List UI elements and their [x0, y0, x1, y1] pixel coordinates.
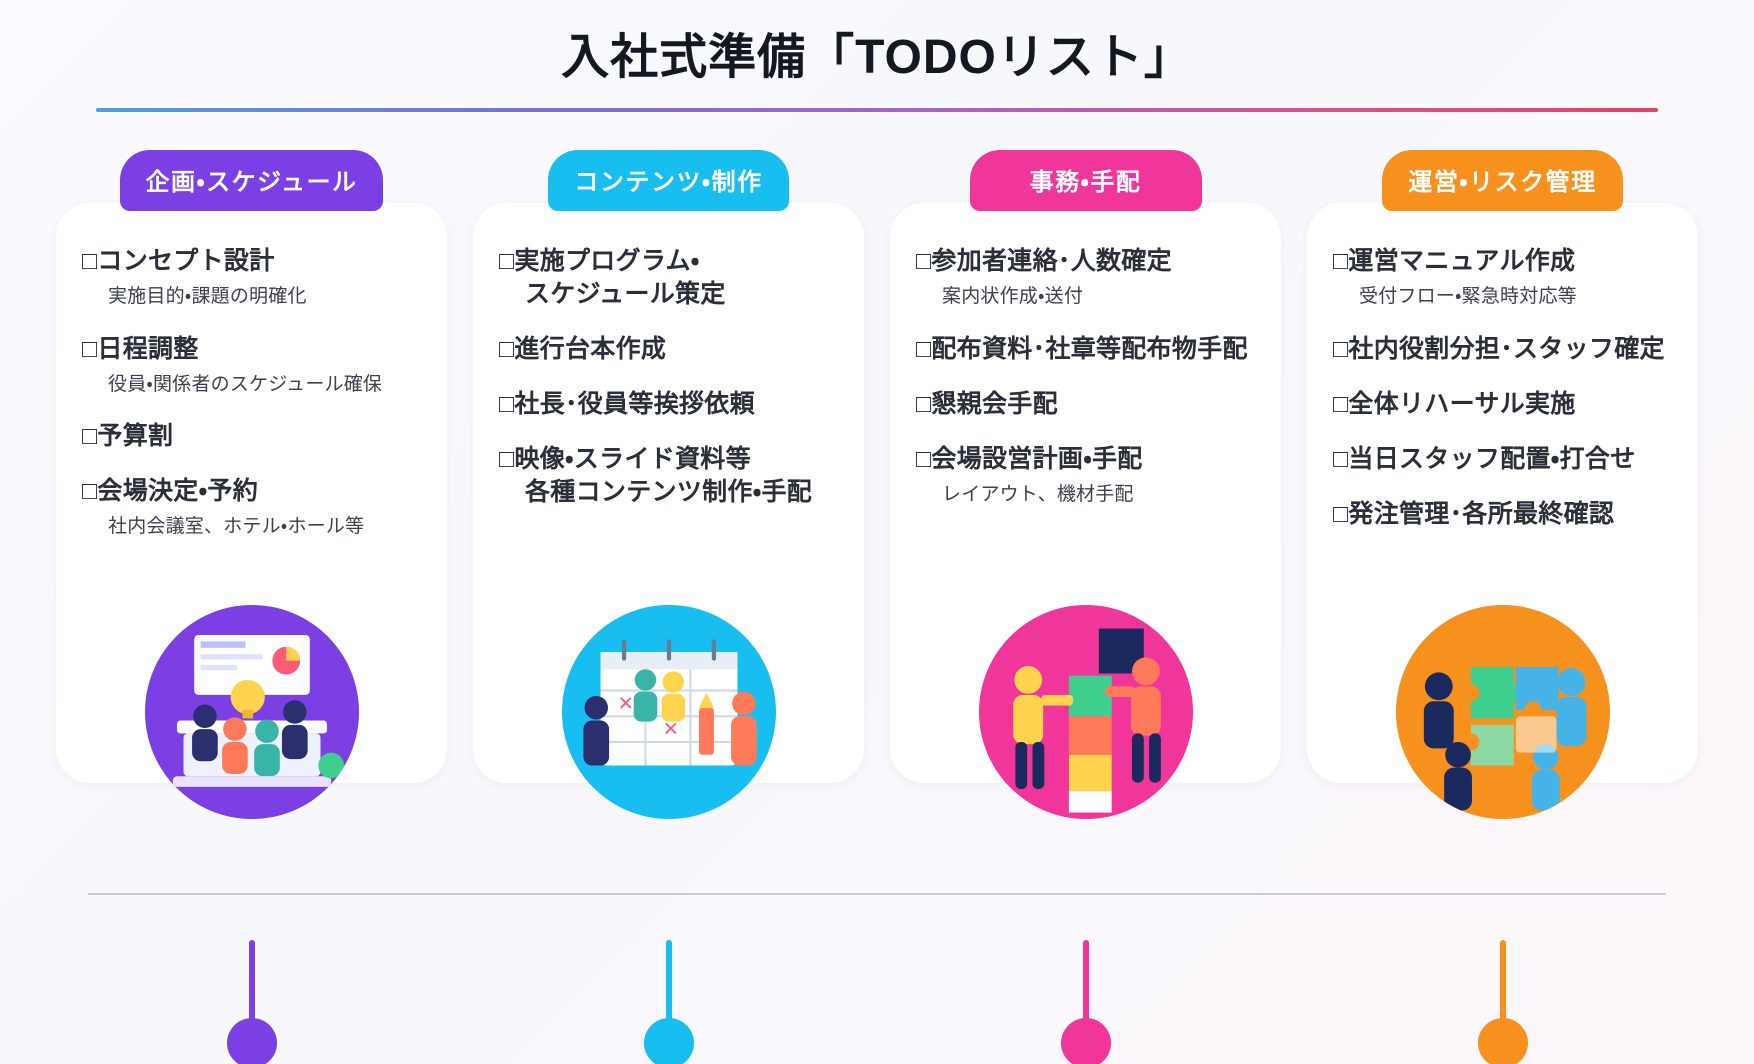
checklist-item-label: □懇親会手配 — [916, 389, 1058, 418]
timeline-baseline — [88, 893, 1666, 895]
puzzle-team-illustration — [1395, 605, 1610, 819]
checklist-item-label: □運営マニュアル作成 — [1333, 247, 1576, 275]
category-header-operations-risk[interactable]: 運営・リスク管理 — [1382, 150, 1623, 211]
checklist-item-label: □コンセプト設計 — [82, 247, 275, 275]
checklist-item[interactable]: □当日スタッフ配置・打合せ — [1333, 443, 1672, 476]
timeline-node[interactable] — [1060, 1018, 1111, 1064]
checklist-item[interactable]: □配布資料･社章等配布物手配 — [916, 333, 1255, 366]
checklist-item[interactable]: □日程調整役員・関係者のスケジュール確保 — [82, 333, 421, 399]
checklist-item-label-continued: 各種コンテンツ制作・手配 — [525, 478, 813, 506]
checklist-item[interactable]: □コンセプト設計実施目的・課題の明確化 — [82, 245, 421, 311]
checklist-item-label: □配布資料･社章等配布物手配 — [916, 334, 1248, 363]
checklist-item-note: 実施目的・課題の明確化 — [108, 286, 307, 307]
timeline-stem — [665, 940, 672, 1036]
todo-column-planning-schedule: 企画・スケジュール □コンセプト設計実施目的・課題の明確化 □日程調整役員・関係者の… — [56, 150, 447, 1064]
page-title: 入社式準備「TODOリスト」 — [561, 31, 1193, 84]
meeting-team-illustration — [144, 605, 359, 819]
todo-column-admin-arrangements: 事務・手配 □参加者連絡･人数確定案内状作成・送付 □配布資料･社章等配布物手配 □懇… — [890, 150, 1281, 1064]
timeline-node[interactable] — [643, 1018, 694, 1064]
checklist-item[interactable]: □映像・スライド資料等各種コンテンツ制作・手配 — [499, 443, 838, 509]
checklist-item-label: □社内役割分担･スタッフ確定 — [1333, 334, 1665, 363]
category-header-content-production[interactable]: コンテンツ・制作 — [548, 150, 789, 211]
checklist-item-label: □日程調整 — [82, 334, 199, 363]
stacking-boxes-illustration — [978, 605, 1193, 819]
checklist-item-label: □映像・スライド資料等 — [499, 445, 751, 473]
timeline-node[interactable] — [1477, 1018, 1528, 1064]
timeline-node[interactable] — [226, 1018, 277, 1064]
checklist-items: □実施プログラム・スケジュール策定 □進行台本作成 □社長･役員等挨拶依頼 □映像・ス… — [499, 245, 838, 509]
checklist-items: □運営マニュアル作成受付フロー・緊急時対応等 □社内役割分担･スタッフ確定 □全体リ… — [1333, 245, 1672, 531]
checklist-item-note: 役員・関係者のスケジュール確保 — [108, 373, 383, 395]
checklist-item-note: 案内状作成・送付 — [942, 286, 1084, 307]
checklist-item-note: 社内会議室、ホテル・ホール等 — [108, 516, 365, 538]
checklist-item-label-continued: スケジュール策定 — [525, 280, 726, 308]
timeline-stem — [1499, 940, 1506, 1036]
checklist-item[interactable]: □社内役割分担･スタッフ確定 — [1333, 333, 1672, 366]
title-underline-rule — [96, 108, 1658, 112]
timeline-stem — [1082, 940, 1089, 1036]
checklist-item-label: □全体リハーサル実施 — [1333, 389, 1576, 418]
checklist-item-label: □予算割 — [82, 422, 174, 451]
checklist-items: □コンセプト設計実施目的・課題の明確化□日程調整役員・関係者のスケジュール確保□… — [82, 245, 421, 541]
checklist-item-note: レイアウト、機材手配 — [942, 483, 1134, 505]
todo-column-content-production: コンテンツ・制作 □実施プログラム・スケジュール策定 □進行台本作成 □社長･役員等挨… — [473, 150, 864, 1064]
checklist-item[interactable]: □全体リハーサル実施 — [1333, 388, 1672, 421]
checklist-item-label: □当日スタッフ配置・打合せ — [1333, 444, 1636, 473]
checklist-item-label: □実施プログラム・ — [499, 247, 700, 275]
todo-columns: 企画・スケジュール □コンセプト設計実施目的・課題の明確化 □日程調整役員・関係者の… — [56, 150, 1698, 1064]
checklist-item[interactable]: □運営マニュアル作成受付フロー・緊急時対応等 — [1333, 245, 1672, 311]
checklist-item[interactable]: □予算割 — [82, 420, 421, 453]
checklist-item[interactable]: □発注管理･各所最終確認 — [1333, 498, 1672, 531]
checklist-item-label: □進行台本作成 — [499, 335, 667, 363]
checklist-item[interactable]: □会場設営計画・手配レイアウト、機材手配 — [916, 443, 1255, 509]
svg-text:✕: ✕ — [662, 720, 678, 741]
checklist-item[interactable]: □懇親会手配 — [916, 388, 1255, 421]
checklist-item-note: 受付フロー・緊急時対応等 — [1359, 286, 1577, 307]
category-header-admin-arrangements[interactable]: 事務・手配 — [969, 150, 1202, 211]
category-header-planning-schedule[interactable]: 企画・スケジュール — [119, 150, 384, 211]
page-header: 入社式準備「TODOリスト」 — [0, 28, 1754, 88]
checklist-items: □参加者連絡･人数確定案内状作成・送付 □配布資料･社章等配布物手配 □懇親会手配 □… — [916, 245, 1255, 508]
checklist-item[interactable]: □実施プログラム・スケジュール策定 — [499, 245, 838, 311]
calendar-planning-illustration: ✕ ✕ — [561, 605, 776, 819]
checklist-item-label: □会場決定・予約 — [82, 477, 259, 506]
svg-text:✕: ✕ — [617, 694, 633, 715]
todo-column-operations-risk: 運営・リスク管理 □運営マニュアル作成受付フロー・緊急時対応等 □社内役割分担･スタ… — [1307, 150, 1698, 1064]
checklist-item[interactable]: □参加者連絡･人数確定案内状作成・送付 — [916, 245, 1255, 311]
checklist-item-label: □発注管理･各所最終確認 — [1333, 499, 1615, 528]
checklist-item[interactable]: □社長･役員等挨拶依頼 — [499, 388, 838, 421]
checklist-item[interactable]: □進行台本作成 — [499, 333, 838, 366]
checklist-item-label: □参加者連絡･人数確定 — [916, 247, 1172, 275]
timeline-stem — [248, 940, 255, 1036]
checklist-item-label: □社長･役員等挨拶依頼 — [499, 390, 755, 418]
checklist-item-label: □会場設営計画・手配 — [916, 444, 1143, 473]
checklist-item[interactable]: □会場決定・予約社内会議室、ホテル・ホール等 — [82, 475, 421, 541]
